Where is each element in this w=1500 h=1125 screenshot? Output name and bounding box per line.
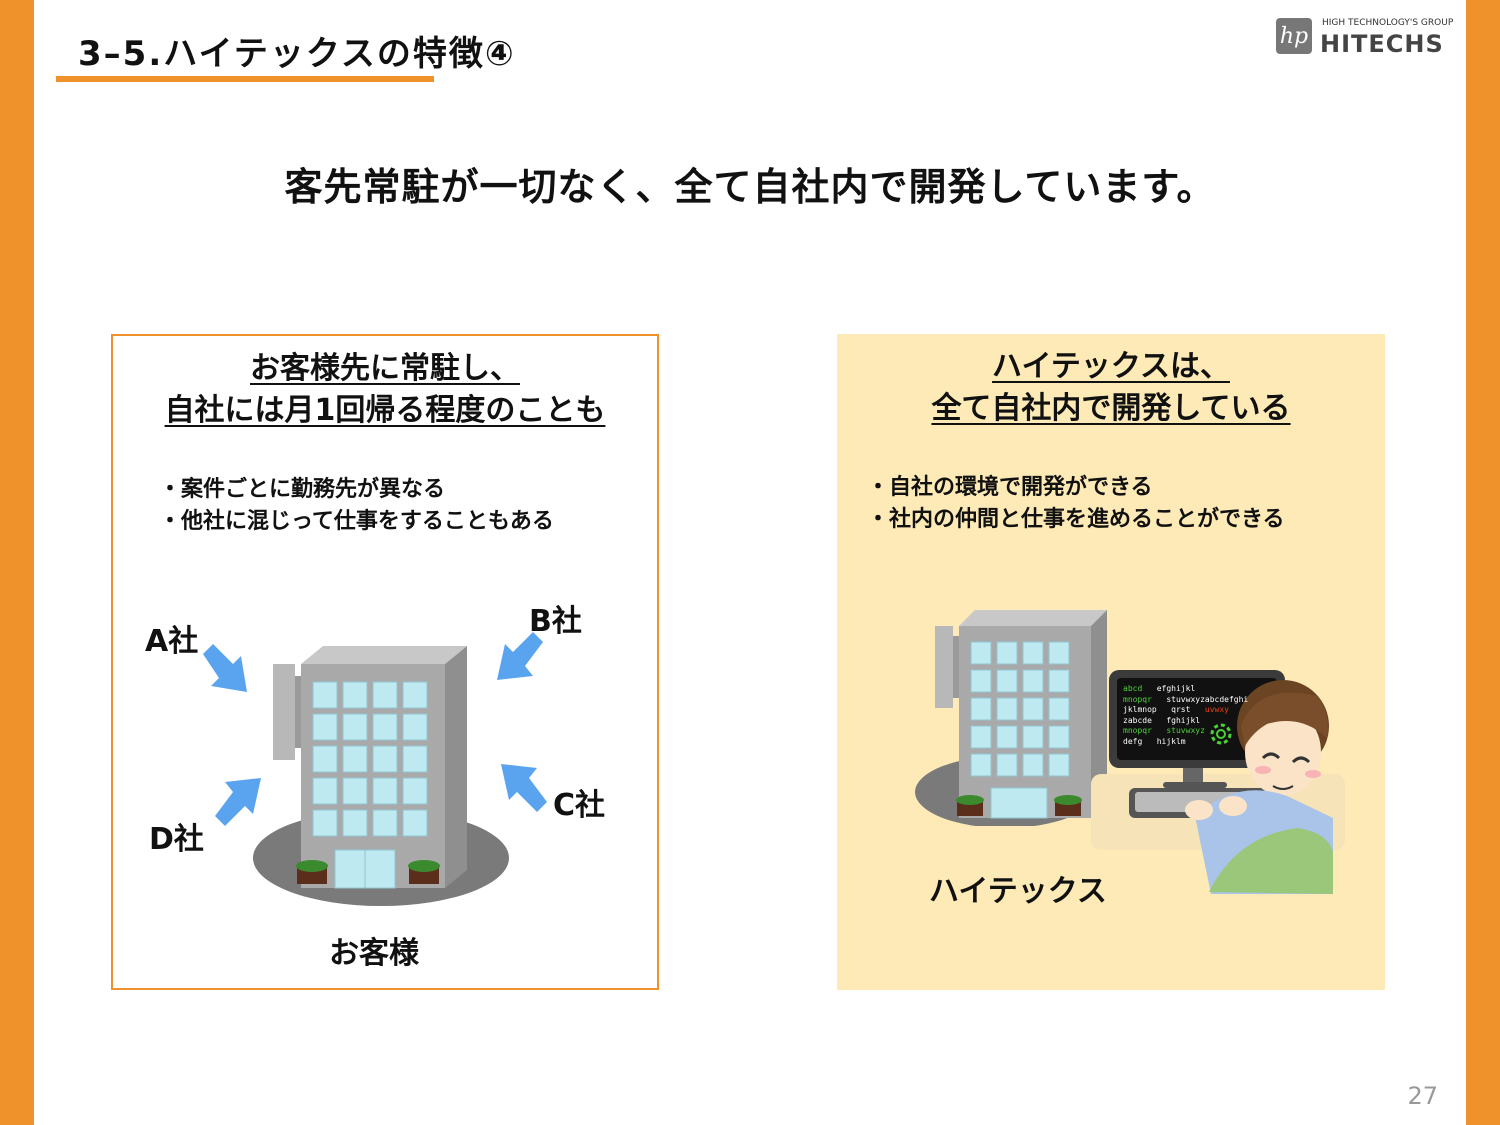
- logo-subtitle: HIGH TECHNOLOGY'S GROUP: [1322, 18, 1454, 28]
- in-house-panel-bullets: ・自社の環境で開発ができる ・社内の仲間と仕事を進めることができる: [867, 472, 1285, 536]
- arrow-icon-b: [497, 632, 543, 680]
- list-item: ・自社の環境で開発ができる: [867, 475, 1153, 500]
- code-line: abcd : efghijkl: [1123, 684, 1196, 693]
- company-d-label: D社: [149, 822, 204, 857]
- code-line: mnopqr : stuvwxyzabcdefghi: [1123, 694, 1249, 704]
- logo-wordmark: HITECHS: [1320, 30, 1444, 58]
- client-panel-title-line2: 自社には月1回帰る程度のことも: [164, 393, 606, 428]
- right-accent-bar: [1466, 0, 1500, 1125]
- in-house-panel-title: ハイテックスは、 全て自社内で開発している: [837, 346, 1385, 430]
- code-line: zabcde : fghijkl: [1123, 715, 1201, 725]
- developer-illustration: [1091, 670, 1345, 894]
- code-line: mnopqr : stuvwxyz: [1123, 726, 1205, 735]
- list-item: ・社内の仲間と仕事を進めることができる: [867, 507, 1285, 532]
- gear-icon: [1210, 723, 1232, 745]
- list-item: ・案件ごとに勤務先が異なる: [159, 477, 446, 502]
- hitechs-building-illustration: [915, 610, 1107, 826]
- page-number: 27: [1407, 1082, 1438, 1110]
- logo-mark-icon: hp: [1276, 18, 1312, 54]
- arrow-icon-c: [501, 764, 547, 812]
- code-line: jklmnop : qrst : uvwxy: [1123, 705, 1229, 714]
- in-house-panel-title-line1: ハイテックスは、: [992, 349, 1230, 384]
- client-panel-title-line1: お客様先に常駐し、: [250, 351, 520, 386]
- in-house-panel-title-line2: 全て自社内で開発している: [931, 391, 1291, 426]
- client-panel-title: お客様先に常駐し、 自社には月1回帰る程度のことも: [113, 348, 657, 432]
- customer-label: お客様: [329, 936, 419, 971]
- company-logo: hp HIGH TECHNOLOGY'S GROUP HITECHS: [1276, 18, 1454, 60]
- company-b-label: B社: [529, 604, 582, 639]
- list-item: ・他社に混じって仕事をすることもある: [159, 509, 554, 534]
- title-underline: [56, 76, 434, 82]
- monitor-screen-text: abcd : efghijkl mnopqr : stuvwxyzabcdefg…: [1123, 684, 1248, 747]
- left-accent-bar: [0, 0, 34, 1125]
- arrow-icon-a: [203, 644, 247, 692]
- page-title: 3–5.ハイテックスの特徴④: [78, 34, 516, 74]
- hitechs-label: ハイテックス: [929, 874, 1107, 909]
- headline: 客先常駐が一切なく、全て自社内で開発しています。: [284, 165, 1216, 209]
- client-building-illustration: [253, 646, 509, 906]
- arrow-icon-d: [215, 778, 261, 826]
- code-line: defg : hijklm: [1123, 736, 1186, 746]
- client-panel-bullets: ・案件ごとに勤務先が異なる ・他社に混じって仕事をすることもある: [159, 474, 554, 538]
- client-onsite-panel: お客様先に常駐し、 自社には月1回帰る程度のことも ・案件ごとに勤務先が異なる …: [111, 334, 659, 990]
- company-c-label: C社: [553, 788, 606, 823]
- company-a-label: A社: [145, 624, 199, 659]
- in-house-panel: ハイテックスは、 全て自社内で開発している ・自社の環境で開発ができる ・社内の…: [837, 334, 1385, 990]
